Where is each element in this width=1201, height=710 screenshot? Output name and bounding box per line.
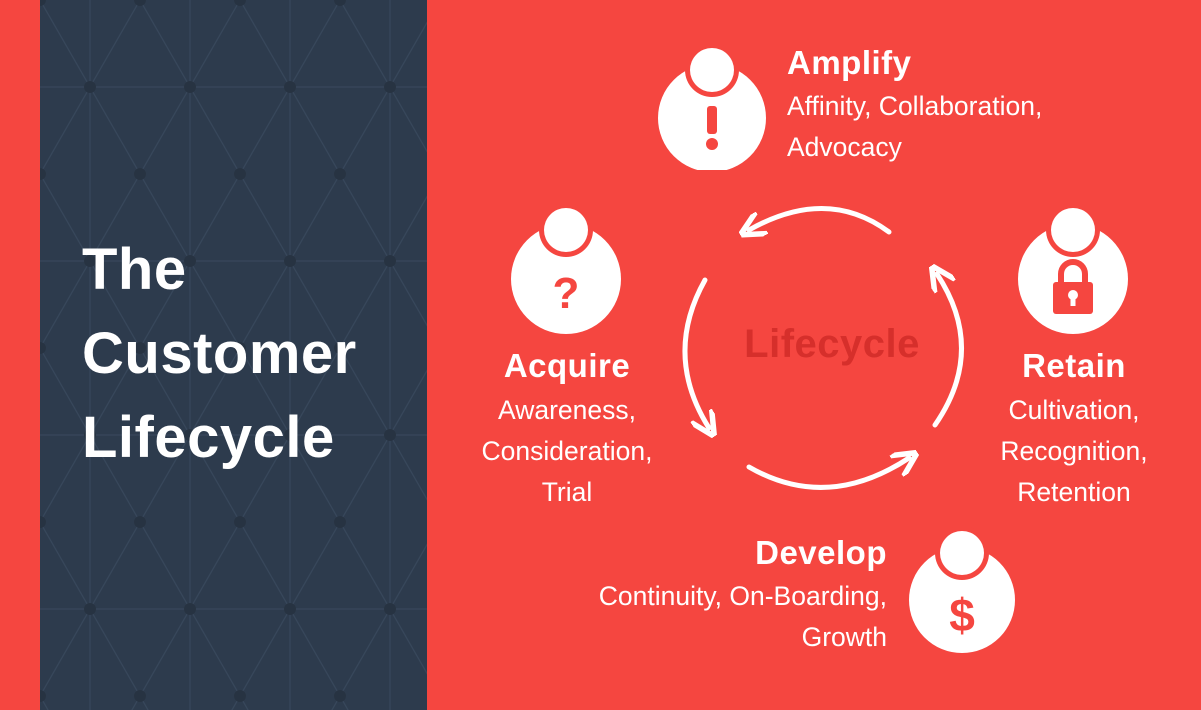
title-line-1: The <box>82 237 187 302</box>
retain-line-3: Retention <box>1017 477 1131 507</box>
arrow-retain-to-amplify <box>935 274 964 428</box>
develop-line-1: Continuity, On-Boarding, <box>598 581 887 611</box>
retain-description: Cultivation, Recognition, Retention <box>964 390 1184 513</box>
retain-line-1: Cultivation, <box>1008 395 1140 425</box>
develop-line-2: Growth <box>801 622 887 652</box>
acquire-line-3: Trial <box>541 477 593 507</box>
center-label: Lifecycle <box>744 322 920 366</box>
arrow-acquire-to-develop <box>682 277 709 428</box>
acquire-person-icon: ? <box>511 203 621 334</box>
develop-heading: Develop <box>755 534 887 571</box>
acquire-glyph: ? <box>553 269 580 318</box>
title-panel: The Customer Lifecycle <box>40 0 427 710</box>
acquire-line-2: Consideration, <box>481 436 653 466</box>
amplify-line-1: Affinity, Collaboration, <box>787 91 1043 121</box>
retain-line-2: Recognition, <box>1000 436 1148 466</box>
left-red-strip <box>0 0 40 710</box>
cycle-arrows <box>682 206 964 490</box>
acquire-description: Awareness, Consideration, Trial <box>447 390 687 513</box>
develop-glyph: $ <box>949 589 975 641</box>
title-line-3: Lifecycle <box>82 405 335 470</box>
acquire-line-1: Awareness, <box>498 395 636 425</box>
amplify-line-2: Advocacy <box>787 132 902 162</box>
background-pattern <box>40 0 427 710</box>
acquire-heading: Acquire <box>503 347 631 384</box>
main-title: The Customer Lifecycle <box>82 228 357 480</box>
retain-person-icon <box>1018 203 1128 334</box>
arrow-amplify-to-acquire <box>749 206 892 232</box>
retain-heading: Retain <box>1022 347 1126 384</box>
develop-person-icon: $ <box>909 526 1015 653</box>
arrow-develop-to-retain <box>746 458 909 490</box>
amplify-person-icon <box>658 43 766 170</box>
title-line-2: Customer <box>82 321 357 386</box>
amplify-description: Affinity, Collaboration, Advocacy <box>787 86 1042 168</box>
amplify-heading: Amplify <box>787 44 912 81</box>
lifecycle-diagram: Lifecycle Amplify Affinity, Collaboratio… <box>427 0 1201 710</box>
develop-description: Continuity, On-Boarding, Growth <box>487 576 887 658</box>
